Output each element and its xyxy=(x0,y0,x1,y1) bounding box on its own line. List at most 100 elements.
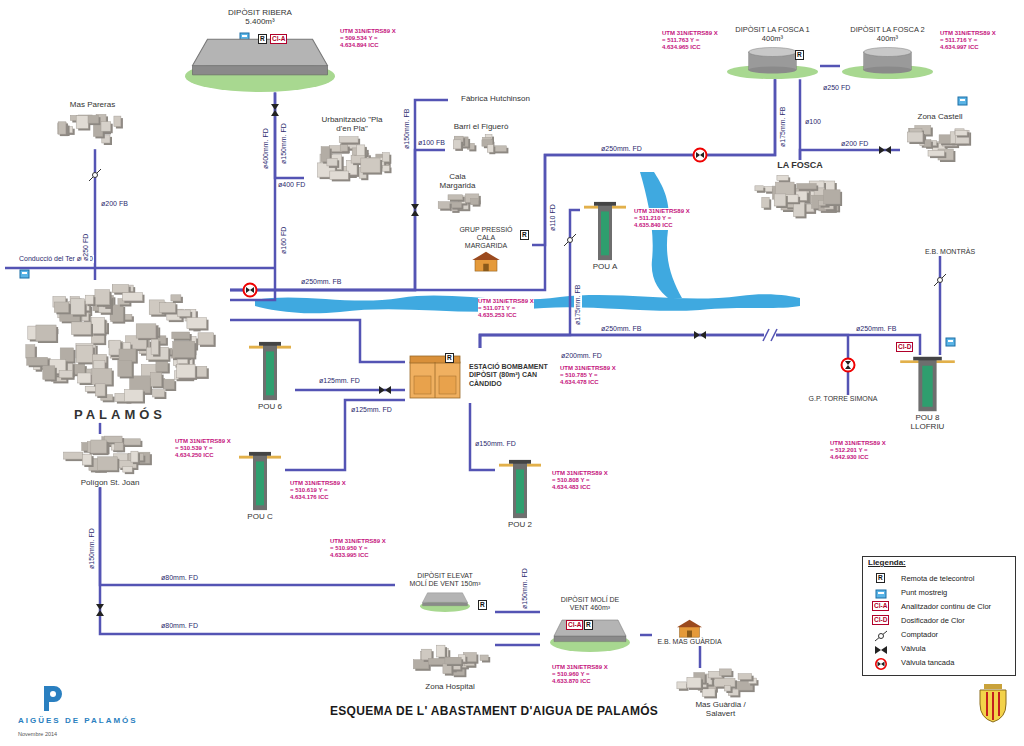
pipe-diameter: ø250mm. FB xyxy=(600,325,642,333)
node-label: DIPÒSIT LA FOSCA 2 400m³ xyxy=(845,26,930,43)
utm-coordinates: UTM 31N/ETRS89 X = 511.071 Y = 4.635.253… xyxy=(478,298,534,320)
tank-node: DIPÒSIT LA FOSCA 1 400m³ xyxy=(725,26,820,79)
meter-symbol xyxy=(89,169,101,181)
well-cap xyxy=(249,452,271,456)
pipe-break xyxy=(763,329,777,341)
pipe-diameter: ø175mm. FB xyxy=(779,106,787,148)
well-casing xyxy=(598,205,612,260)
telecontrol-icon: R xyxy=(258,34,267,44)
pipe-diameter: ø150mm. FB xyxy=(403,108,411,150)
building-block xyxy=(955,130,967,135)
building-block xyxy=(450,202,461,208)
building-block xyxy=(438,202,450,209)
round-tank-illustration xyxy=(840,43,935,79)
sampling-point-icon xyxy=(958,97,967,105)
place-node: Polígon St. Joan xyxy=(60,434,160,487)
node-texts: G.P. TORRE SIMONA xyxy=(798,395,888,403)
utm-coordinates: UTM 31N/ETRS89 X = 510.950 Y = 4.633.995… xyxy=(330,538,386,560)
building-block xyxy=(59,371,73,378)
node-texts: ESTACIÓ BOMBAMENT DIPÒSIT (80m³) CAN CÀN… xyxy=(469,363,554,387)
node-texts: DIPÒSIT MOLÍ DE VENT 460m³ xyxy=(555,596,625,612)
node-label: E.B. MONTRÀS xyxy=(915,248,985,256)
building-block xyxy=(956,131,970,144)
node-texts: E.B. MONTRÀS xyxy=(915,248,985,256)
pipe-diameter: ø80mm. FD xyxy=(160,622,199,630)
node-label: Zona Hospital xyxy=(405,682,495,691)
meter-symbol xyxy=(564,234,576,246)
tank-top xyxy=(749,48,797,57)
node-texts: DIPÒSIT RIBERA 5.400m³ xyxy=(220,8,300,26)
valve-symbol xyxy=(879,146,891,154)
well-water xyxy=(922,366,932,407)
building-block xyxy=(151,373,162,387)
well-illustration xyxy=(245,340,295,402)
building-wall xyxy=(680,626,700,637)
water-pipe xyxy=(100,487,395,585)
closed-valve-ring xyxy=(876,659,886,669)
building-block xyxy=(448,195,463,200)
pipe-diameter: ø250 FD xyxy=(822,84,851,92)
node-texts: POU 2 xyxy=(495,520,545,529)
node-label: G.P. TORRE SIMONA xyxy=(798,395,888,403)
well-casing xyxy=(513,463,527,518)
node-texts: DIPÒSIT ELEVAT MOLÍ DE VENT 150m³ xyxy=(409,572,481,588)
node-label: Fàbrica Hutchinson xyxy=(448,94,543,103)
chlorine-dosing-icon: Cl-D xyxy=(872,615,889,625)
sampling-point-icon xyxy=(946,338,955,346)
node-label: POU 2 xyxy=(495,520,545,529)
town-illustration xyxy=(745,170,855,220)
pipe-diameter: ø200 FB xyxy=(100,200,129,208)
node-label: ESTACIÓ BOMBAMENT DIPÒSIT (80m³) CAN CÀN… xyxy=(469,363,554,387)
tank-bottom xyxy=(749,67,797,74)
building-block xyxy=(702,688,715,696)
well-illustration xyxy=(895,355,960,413)
water-pipe xyxy=(495,611,540,614)
closed-valve-symbol xyxy=(842,359,855,372)
round-tank-illustration xyxy=(725,43,820,79)
building-block xyxy=(797,184,816,189)
well-cap xyxy=(913,357,942,361)
water-pipe xyxy=(820,65,840,68)
legend-row: Comptador xyxy=(863,629,1015,643)
tank-roof xyxy=(554,620,626,636)
legend-text: Analitzador continu de Clor xyxy=(901,603,991,612)
utm-coordinates: UTM 31N/ETRS89 X = 511.763 Y = 4.634.965… xyxy=(662,30,718,52)
building-block xyxy=(88,115,99,123)
building-block xyxy=(755,186,763,191)
building-block xyxy=(330,171,349,179)
legend-symbol xyxy=(869,588,893,600)
chlorine-dosing-icon: Cl-D xyxy=(896,342,913,352)
water-pipe xyxy=(800,150,900,160)
well-node: POU 8 LLOFRIU xyxy=(895,355,960,431)
utm-coordinates: UTM 31N/ETRS89 X = 510.785 Y = 4.634.478… xyxy=(560,365,616,387)
building-block xyxy=(151,339,158,354)
town-illustration xyxy=(55,109,130,149)
sampling-point-tap xyxy=(878,592,884,594)
well-water xyxy=(256,461,264,505)
building-block xyxy=(71,299,85,315)
diagram-title: ESQUEMA DE L' ABASTAMENT D'AIGUA DE PALA… xyxy=(330,704,658,718)
node-label: PALAMÓS xyxy=(10,408,230,423)
node-texts: Urbanització "Pla d'en Pla" xyxy=(315,115,390,133)
utm-coordinates: UTM 31N/ETRS89 X = 510.808 Y = 4.634.483… xyxy=(552,470,608,492)
pipe-diameter: ø110 FD xyxy=(549,203,557,232)
node-texts: GRUP PRESSIÓ CALA MARGARIDA xyxy=(455,226,517,250)
utm-coordinates: UTM 31N/ETRS89 X = 511.716 Y = 4.634.997… xyxy=(940,30,996,52)
pipe-diameter: ø100 xyxy=(804,118,822,126)
chlorine-analyser-icon: Cl-A xyxy=(270,34,287,44)
building-block xyxy=(122,439,140,445)
place-node: Mas Guàrdia / Salavert xyxy=(668,668,773,718)
tank-node: DIPÒSIT RIBERA 5.400m³ xyxy=(185,8,335,92)
building-roof xyxy=(677,620,702,628)
building-node: GRUP PRESSIÓ CALA MARGARIDA xyxy=(440,226,532,272)
water-pipe xyxy=(532,79,775,245)
well-casing xyxy=(263,345,277,400)
water-pipe xyxy=(230,92,275,300)
node-label: DIPÒSIT LA FOSCA 1 400m³ xyxy=(730,26,815,43)
grass-base xyxy=(727,65,818,79)
building-door xyxy=(687,631,692,638)
pipe-diameter: ø200mm. FD xyxy=(560,352,603,360)
sampling-point-icon xyxy=(20,270,29,278)
pipe-diameter: ø125mm. FD xyxy=(318,377,361,385)
node-texts: DIPÒSIT LA FOSCA 2 400m³ xyxy=(845,26,930,43)
